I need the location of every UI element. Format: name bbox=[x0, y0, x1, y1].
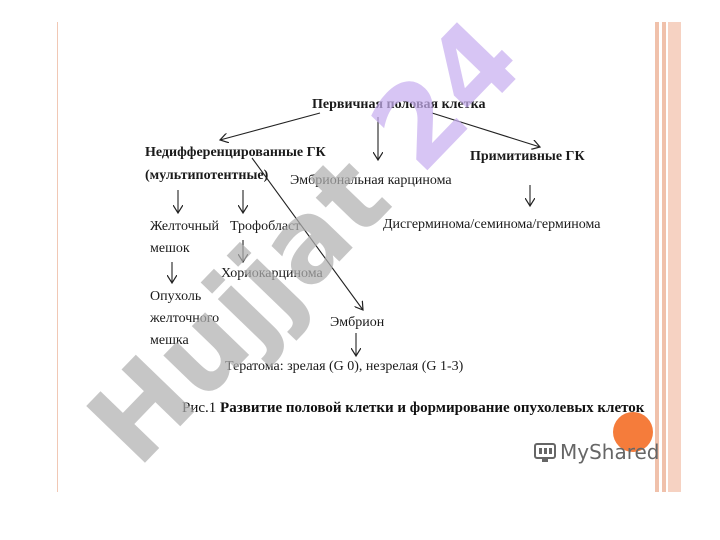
slide-right-band bbox=[655, 22, 681, 492]
node-yolk-tumor-line3: мешка bbox=[150, 333, 189, 348]
node-yolk-sac-line2: мешок bbox=[150, 241, 190, 256]
node-dysgerminoma: Дисгерминома/семинома/герминома bbox=[383, 217, 601, 232]
node-primitive: Примитивные ГК bbox=[470, 149, 585, 164]
node-teratoma: Тератома: зрелая (G 0), незрелая (G 1-3) bbox=[225, 359, 464, 374]
node-trophoblast: Трофобласт bbox=[230, 219, 301, 234]
myshared-branding[interactable]: MyShared bbox=[533, 440, 660, 464]
figure-caption: Рис.1 Развитие половой клетки и формиров… bbox=[182, 400, 644, 417]
arrow-undiff-to-embryo bbox=[251, 157, 363, 310]
node-root: Первичная половая клетка bbox=[312, 97, 486, 112]
node-choriocarcinoma: Хориокарцинома bbox=[221, 266, 323, 281]
node-undiff-line1: Недифференцированные ГК bbox=[145, 145, 326, 160]
node-embryonal-carcinoma: Эмбриональная карцинома bbox=[290, 173, 452, 188]
node-undiff-line2: (мультипотентные) bbox=[145, 168, 269, 183]
node-yolk-tumor-line2: желточного bbox=[150, 311, 220, 326]
caption-text: Развитие половой клетки и формирование о… bbox=[220, 400, 645, 416]
node-yolk-tumor-line1: Опухоль bbox=[150, 289, 202, 304]
arrow-root-to-undiff bbox=[220, 112, 321, 140]
caption-prefix: Рис.1 bbox=[182, 400, 221, 416]
decorative-orange-dot bbox=[613, 412, 653, 452]
myshared-logo-icon bbox=[534, 443, 556, 462]
myshared-label: MyShared bbox=[560, 440, 660, 464]
watermark-word: Hujjat bbox=[64, 105, 441, 489]
watermark-text: Hujjat 24 bbox=[64, 0, 547, 489]
node-embryo: Эмбрион bbox=[330, 315, 385, 330]
slide-left-border bbox=[57, 22, 58, 492]
arrow-root-to-primitive bbox=[431, 112, 540, 147]
node-yolk-sac-line1: Желточный bbox=[150, 219, 220, 234]
